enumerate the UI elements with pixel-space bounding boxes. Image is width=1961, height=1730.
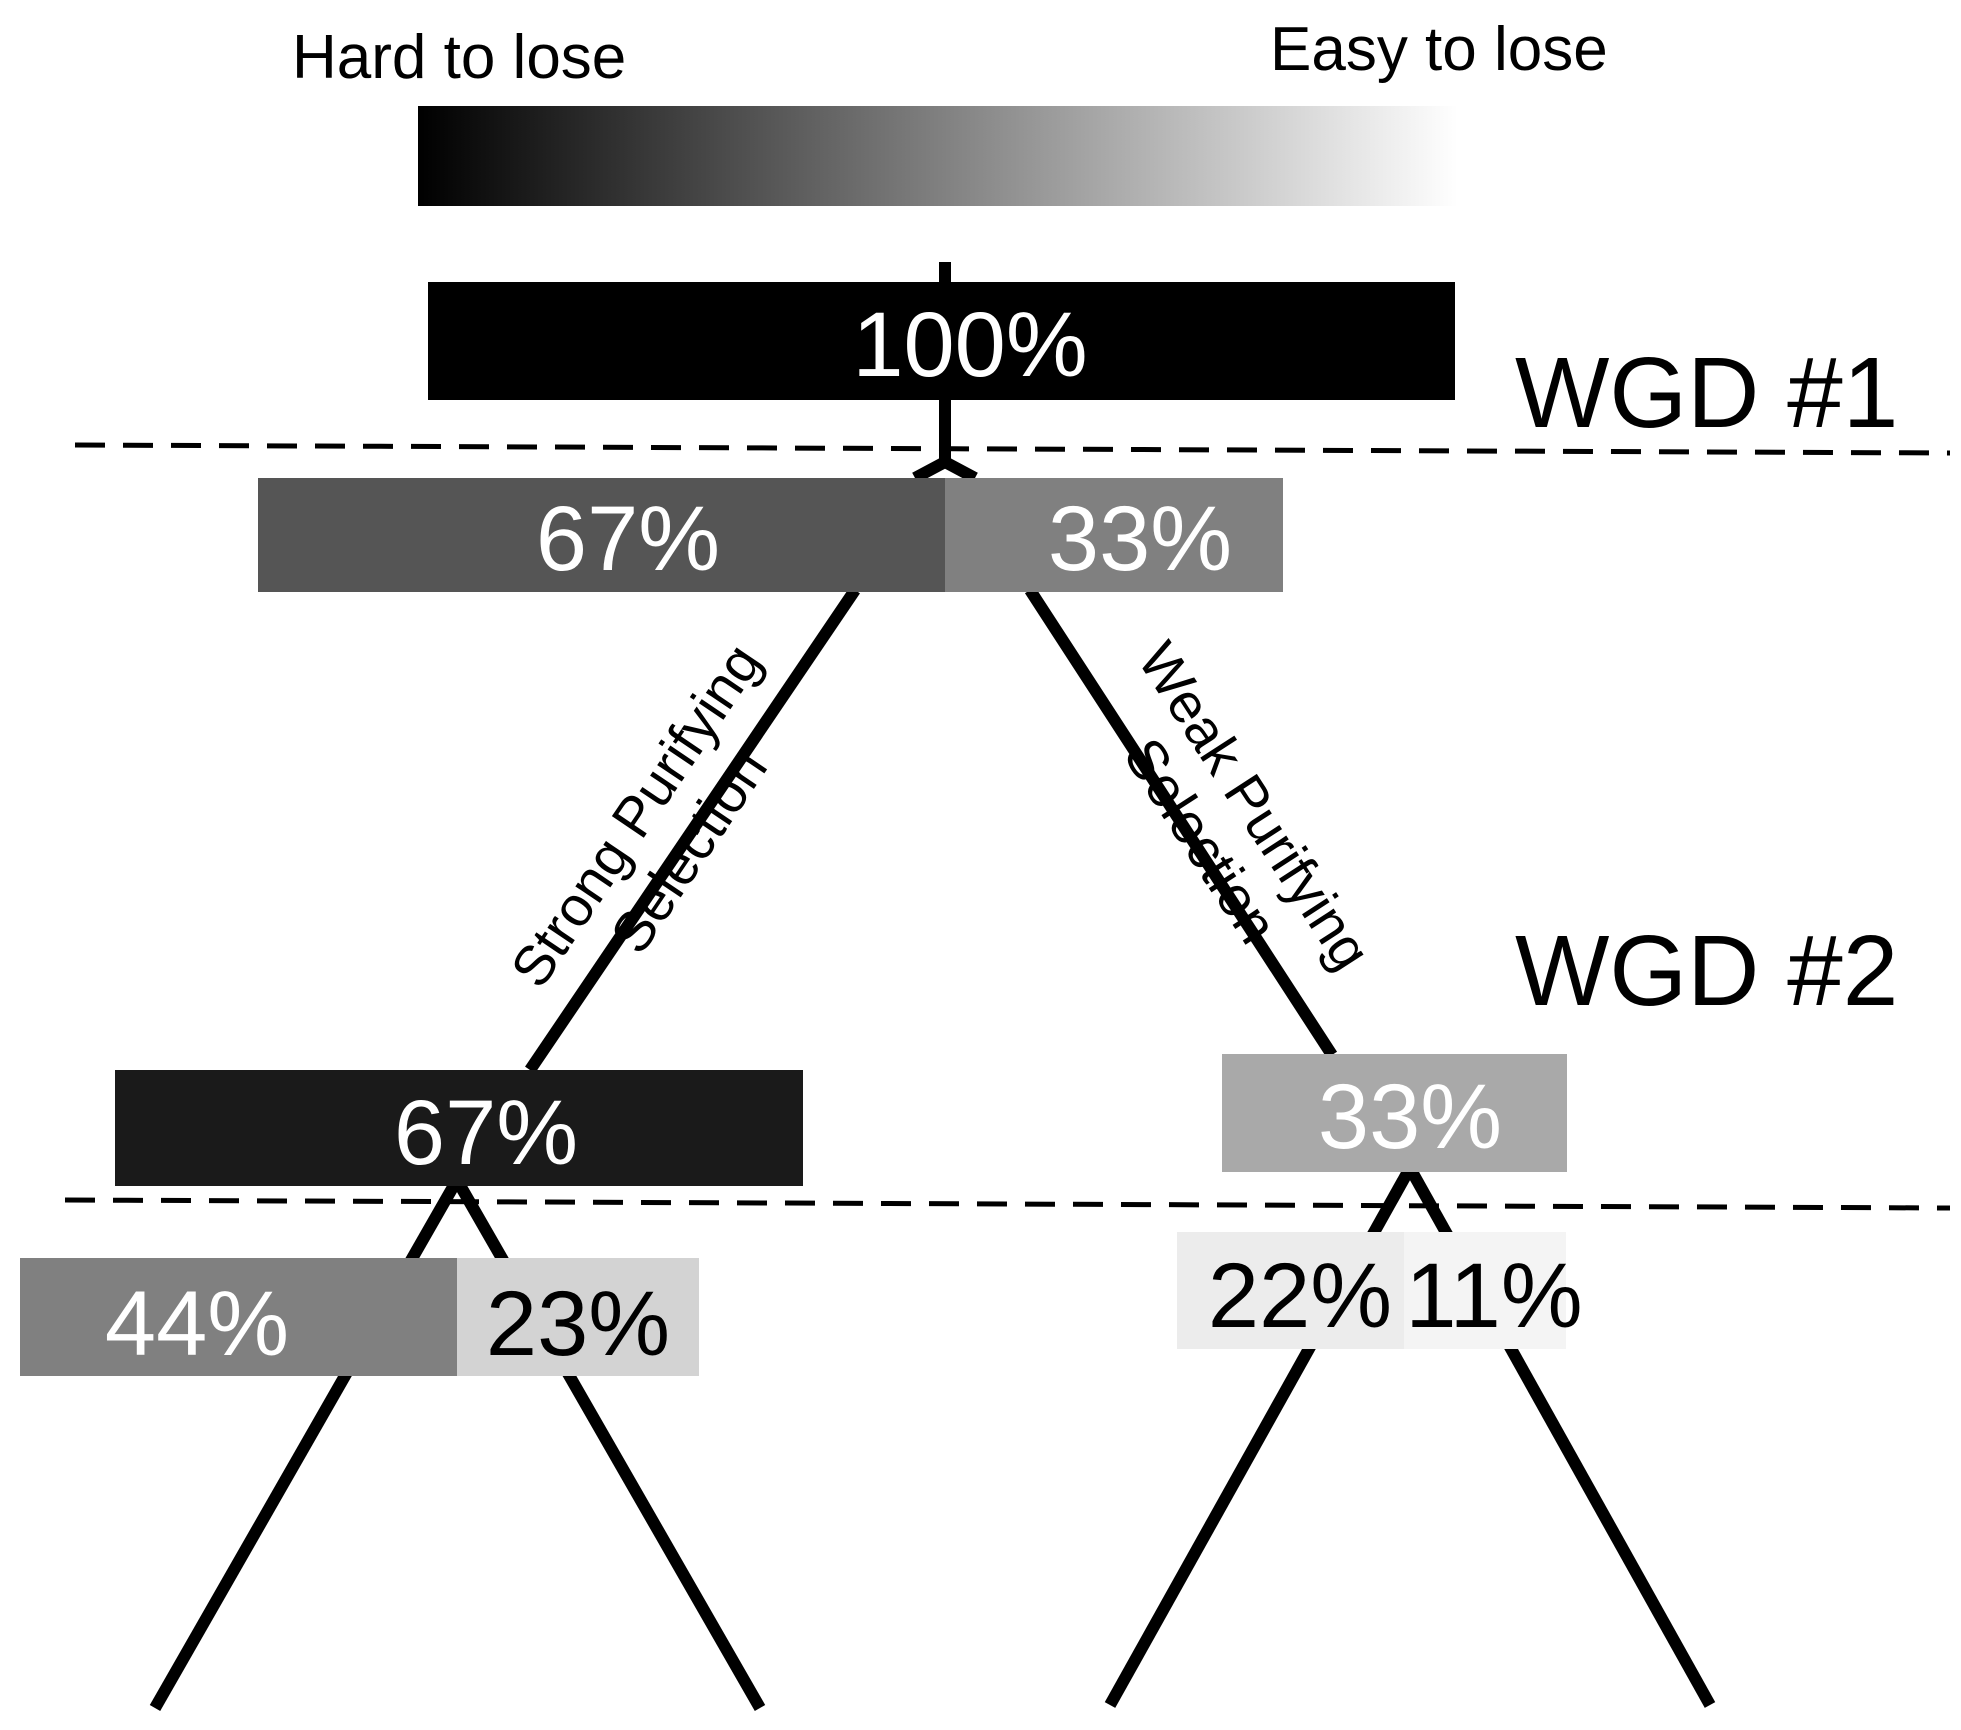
strong-branch-line <box>525 586 860 1074</box>
level3-right-b-box <box>1404 1232 1566 1349</box>
level3-right-b-percent: 11% <box>1405 1245 1582 1347</box>
level3-left-a-box <box>20 1258 457 1376</box>
root-fork-left <box>912 456 948 484</box>
root-percent: 100% <box>852 294 1087 396</box>
level1-weak-box <box>945 478 1283 592</box>
level2-right-percent: 33% <box>1318 1066 1502 1168</box>
root-fork-right <box>942 456 978 484</box>
weak-selection-label: Weak Purifying Selection <box>1112 631 1384 980</box>
level2-left-box <box>115 1070 803 1186</box>
root-box <box>428 282 1455 400</box>
level1-weak-percent: 33% <box>1048 488 1232 590</box>
weak-branch-line <box>1024 586 1338 1059</box>
loss-gradient-bar <box>418 106 1458 206</box>
level1-strong-percent: 67% <box>536 488 720 590</box>
wgd2-divider <box>64 1197 1951 1211</box>
strong-selection-label: Strong Purifying Selection <box>498 632 779 998</box>
level3-left-b-percent: 23% <box>486 1273 670 1375</box>
wgd1-divider <box>74 442 1951 456</box>
wgd1-label: WGD #1 <box>1515 337 1898 449</box>
level3-right-a-percent: 22% <box>1208 1245 1392 1347</box>
scale-label-easy: Easy to lose <box>1270 15 1608 84</box>
level2-left-percent: 67% <box>394 1082 578 1184</box>
level1-strong-box <box>258 478 945 592</box>
level2-right-box <box>1222 1054 1567 1172</box>
level3-left-b-box <box>457 1258 699 1376</box>
wgd2-label: WGD #2 <box>1515 915 1898 1027</box>
scale-label-hard: Hard to lose <box>292 23 626 92</box>
level3-right-a-box <box>1177 1232 1404 1349</box>
level3-left-a-percent: 44% <box>105 1273 289 1375</box>
